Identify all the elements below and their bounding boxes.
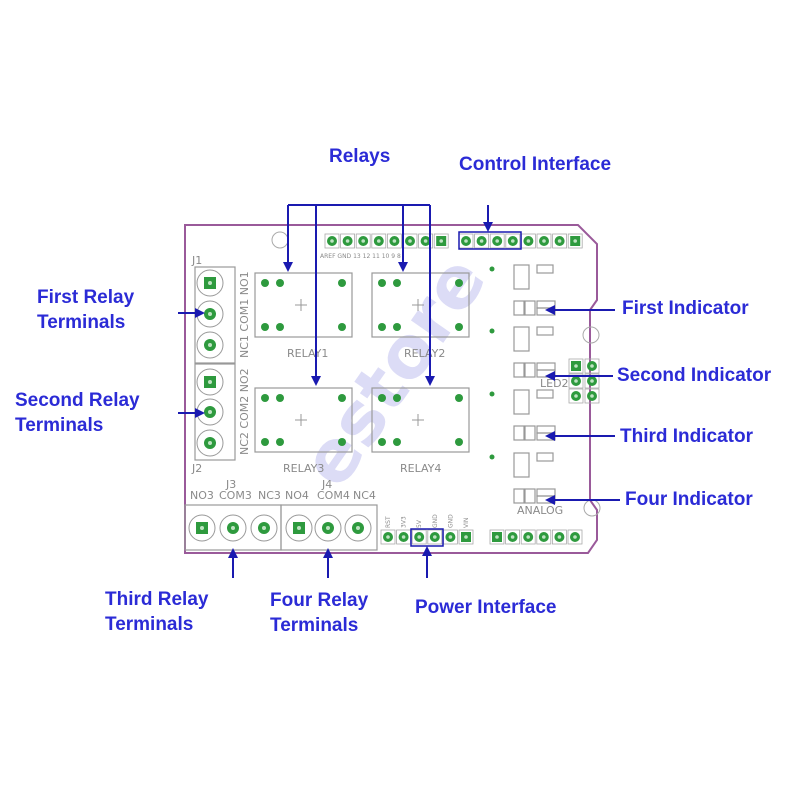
indicator-resistor bbox=[513, 300, 525, 316]
power-pin-label: 5V bbox=[416, 519, 423, 528]
relay-pin bbox=[393, 394, 401, 402]
led2-label: LED2 bbox=[540, 377, 569, 390]
relay-3: RELAY3 bbox=[254, 387, 353, 475]
relay-pin bbox=[378, 394, 386, 402]
power-pin-label: RST bbox=[385, 516, 392, 528]
relay-pin bbox=[455, 394, 463, 402]
relays-arrows bbox=[287, 204, 431, 382]
j4-pin-nc4: NC4 bbox=[353, 489, 376, 502]
relay-pin bbox=[276, 323, 284, 331]
relays-label: Relays bbox=[329, 146, 390, 167]
arrowhead bbox=[545, 431, 555, 441]
control-interface-highlight bbox=[458, 231, 522, 250]
relay-1-label: RELAY1 bbox=[287, 347, 328, 360]
top-header bbox=[324, 233, 583, 249]
third-relay-label-2: Terminals bbox=[105, 614, 193, 635]
power-pin-label: VIN bbox=[463, 518, 470, 528]
relay-pin bbox=[338, 438, 346, 446]
relay-pin bbox=[378, 279, 386, 287]
top-header-labels: AREF GND 13 12 11 10 9 8 bbox=[320, 253, 401, 260]
j4-pin-no4: NO4 bbox=[285, 489, 309, 502]
relay-pin bbox=[338, 279, 346, 287]
indicator-resistor bbox=[513, 425, 525, 441]
relay-pin bbox=[338, 394, 346, 402]
relay-center-mark bbox=[295, 299, 307, 311]
relay-4-label: RELAY4 bbox=[400, 462, 441, 475]
power-pin-label: GND bbox=[432, 514, 439, 528]
relay-pin bbox=[393, 323, 401, 331]
power-interface-label: Power Interface bbox=[415, 597, 557, 618]
arrowhead bbox=[195, 408, 205, 418]
j2-pin-labels: NC2 COM2 NO2 bbox=[238, 368, 251, 455]
relay-center-mark bbox=[412, 414, 424, 426]
first-indicator-label: First Indicator bbox=[622, 298, 749, 319]
relay-pin bbox=[378, 323, 386, 331]
arrowhead bbox=[422, 546, 432, 556]
analog-label: ANALOG bbox=[517, 504, 563, 517]
j2-label: J2 bbox=[191, 462, 202, 475]
relay-2: RELAY2 bbox=[371, 272, 470, 360]
relay-4: RELAY4 bbox=[371, 387, 470, 475]
relay-pin bbox=[393, 279, 401, 287]
j4-label: J4 bbox=[321, 478, 332, 491]
relay-pin bbox=[276, 438, 284, 446]
relay-2-label: RELAY2 bbox=[404, 347, 445, 360]
relay-pin bbox=[276, 279, 284, 287]
bottom-header bbox=[380, 529, 583, 545]
relay-pin bbox=[261, 323, 269, 331]
arrowhead bbox=[398, 262, 408, 272]
relay-center-mark bbox=[295, 414, 307, 426]
second-indicator-label: Second Indicator bbox=[617, 365, 772, 386]
relay-pin bbox=[276, 394, 284, 402]
first-relay-label-2: Terminals bbox=[37, 312, 125, 333]
relay-center-mark bbox=[412, 299, 424, 311]
arrowhead bbox=[545, 371, 555, 381]
arrowhead bbox=[425, 376, 435, 386]
relay-pin bbox=[378, 438, 386, 446]
j1-label: J1 bbox=[191, 254, 202, 267]
arrowhead bbox=[311, 376, 321, 386]
relay-pin bbox=[393, 438, 401, 446]
arrowhead bbox=[545, 305, 555, 315]
relay-pin bbox=[261, 394, 269, 402]
relay-1: RELAY1 bbox=[254, 272, 353, 360]
mount-hole bbox=[582, 326, 600, 344]
four-relay-label-1: Four Relay bbox=[270, 590, 369, 611]
j1-pin-labels: NC1 COM1 NO1 bbox=[238, 271, 251, 358]
arrowhead bbox=[283, 262, 293, 272]
power-pin-label: 3V3 bbox=[401, 516, 408, 528]
second-relay-label-1: Second Relay bbox=[15, 390, 140, 411]
indicator-resistor bbox=[513, 488, 525, 504]
relay-pin bbox=[338, 323, 346, 331]
j4-pin-com4: COM4 bbox=[317, 489, 350, 502]
four-indicator-label: Four Indicator bbox=[625, 489, 753, 510]
third-relay-label-1: Third Relay bbox=[105, 589, 209, 610]
j3-pin-no3: NO3 bbox=[190, 489, 214, 502]
relay-pin bbox=[455, 438, 463, 446]
j3-pin-nc3: NC3 bbox=[258, 489, 281, 502]
relay-pin bbox=[455, 323, 463, 331]
third-indicator-label: Third Indicator bbox=[620, 426, 754, 447]
arrowhead bbox=[545, 495, 555, 505]
power-pin-label: GND bbox=[447, 514, 454, 528]
control-interface-label: Control Interface bbox=[459, 154, 611, 175]
relay-pin bbox=[261, 438, 269, 446]
relay-pin bbox=[261, 279, 269, 287]
four-relay-label-2: Terminals bbox=[270, 615, 358, 636]
relay-pin bbox=[455, 279, 463, 287]
arrowhead bbox=[195, 308, 205, 318]
arrowhead bbox=[323, 548, 333, 558]
arrowhead bbox=[483, 222, 493, 232]
indicator-resistor bbox=[513, 362, 525, 378]
j3-pin-com3: COM3 bbox=[219, 489, 252, 502]
first-relay-label-1: First Relay bbox=[37, 287, 135, 308]
arrowhead bbox=[228, 548, 238, 558]
relay-3-label: RELAY3 bbox=[283, 462, 324, 475]
j3-label: J3 bbox=[225, 478, 236, 491]
second-relay-label-2: Terminals bbox=[15, 415, 103, 436]
